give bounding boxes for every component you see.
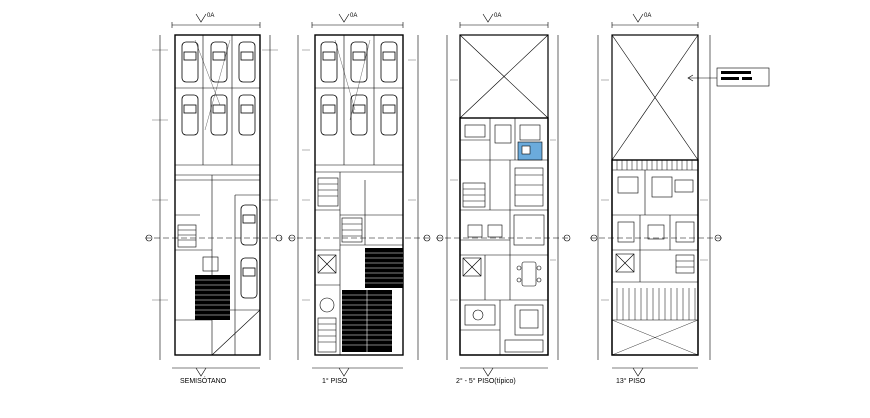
plan-semisotano-tag: 0A	[207, 13, 214, 19]
plan-13-piso: 0A 13° PISO	[590, 13, 770, 385]
plan-1-piso-tag: 0A	[350, 13, 357, 19]
car-icons	[181, 41, 258, 299]
plan-2-5-piso-tag: 0A	[494, 13, 501, 19]
plan-semisotano-title: SEMISÓTANO	[180, 376, 227, 385]
plan-13-piso-title: 13° PISO	[616, 377, 646, 385]
plan-2-5-piso-title: 2° - 5° PISO(típico)	[456, 377, 516, 385]
leader-note	[687, 67, 770, 87]
plan-1-piso-title: 1° PISO	[322, 377, 348, 385]
plan-1-piso: 0A 1° PISO	[288, 13, 431, 385]
plan-13-piso-tag: 0A	[644, 13, 651, 19]
plan-2-5-piso: 0A 2° - 5° PISO(típico)	[436, 13, 571, 385]
plan-semisotano: 0A SEMISÓTANO	[145, 13, 283, 385]
car-icons-1-piso	[320, 41, 398, 136]
